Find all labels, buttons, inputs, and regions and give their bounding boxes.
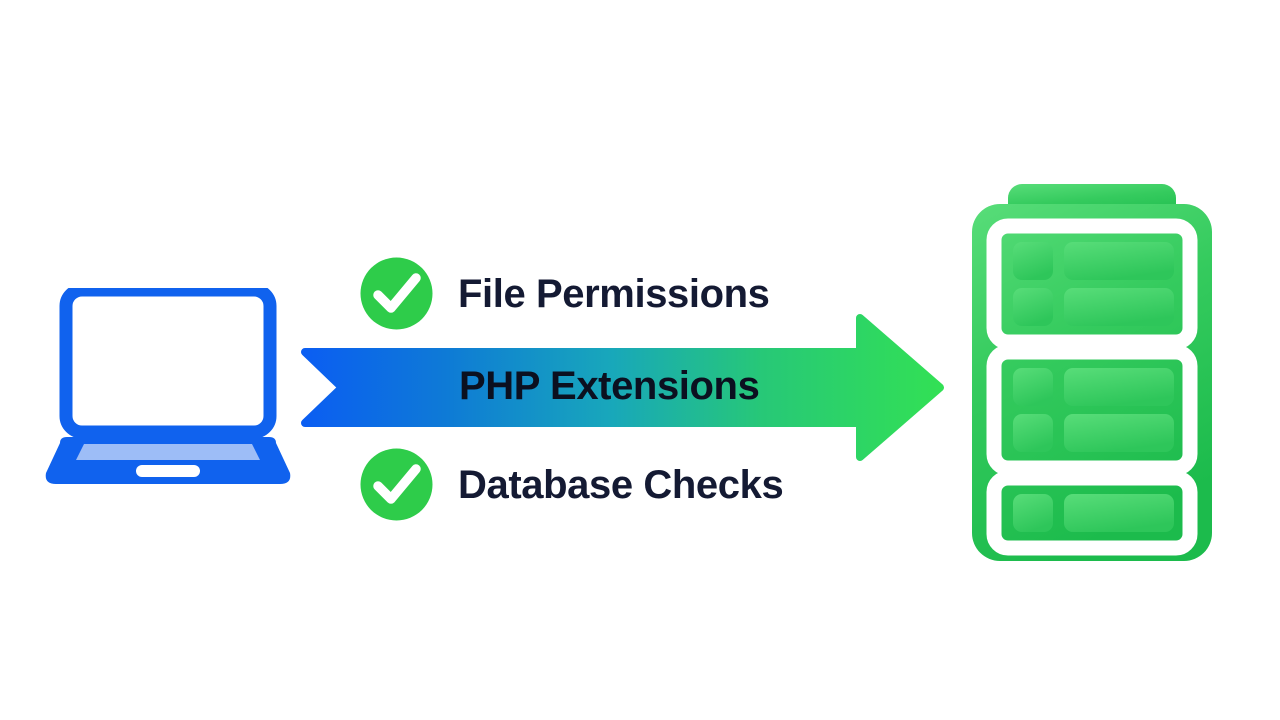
server-bar <box>1064 368 1174 406</box>
server-led <box>1013 368 1053 406</box>
server-bay <box>986 218 1198 350</box>
check-label: Database Checks <box>458 462 784 507</box>
arrow-label: PHP Extensions <box>459 364 760 408</box>
server-bar <box>1064 414 1174 452</box>
laptop-screen-display <box>79 303 257 419</box>
laptop-keyboard-strip <box>76 444 260 460</box>
check-circle-icon <box>360 448 433 521</box>
check-item-file-permissions: File Permissions <box>359 256 770 331</box>
server-bay <box>986 344 1198 476</box>
server-led <box>1013 494 1053 532</box>
server-led <box>1013 288 1053 326</box>
server-bar <box>1064 288 1174 326</box>
laptop-touchpad <box>136 465 200 477</box>
server-bar <box>1064 494 1174 532</box>
arrow-right-icon <box>301 314 944 461</box>
laptop-icon <box>45 288 291 484</box>
server-led <box>1013 414 1053 452</box>
server-bar <box>1064 242 1174 280</box>
server-led <box>1013 242 1053 280</box>
check-label: File Permissions <box>458 271 770 316</box>
arrow-shape <box>301 314 944 461</box>
laptop-screen-bezel <box>59 288 277 439</box>
check-item-database-checks: Database Checks <box>359 447 784 522</box>
check-circle-icon <box>360 257 433 330</box>
server-bay <box>986 470 1198 556</box>
server-rack-icon <box>972 184 1212 561</box>
